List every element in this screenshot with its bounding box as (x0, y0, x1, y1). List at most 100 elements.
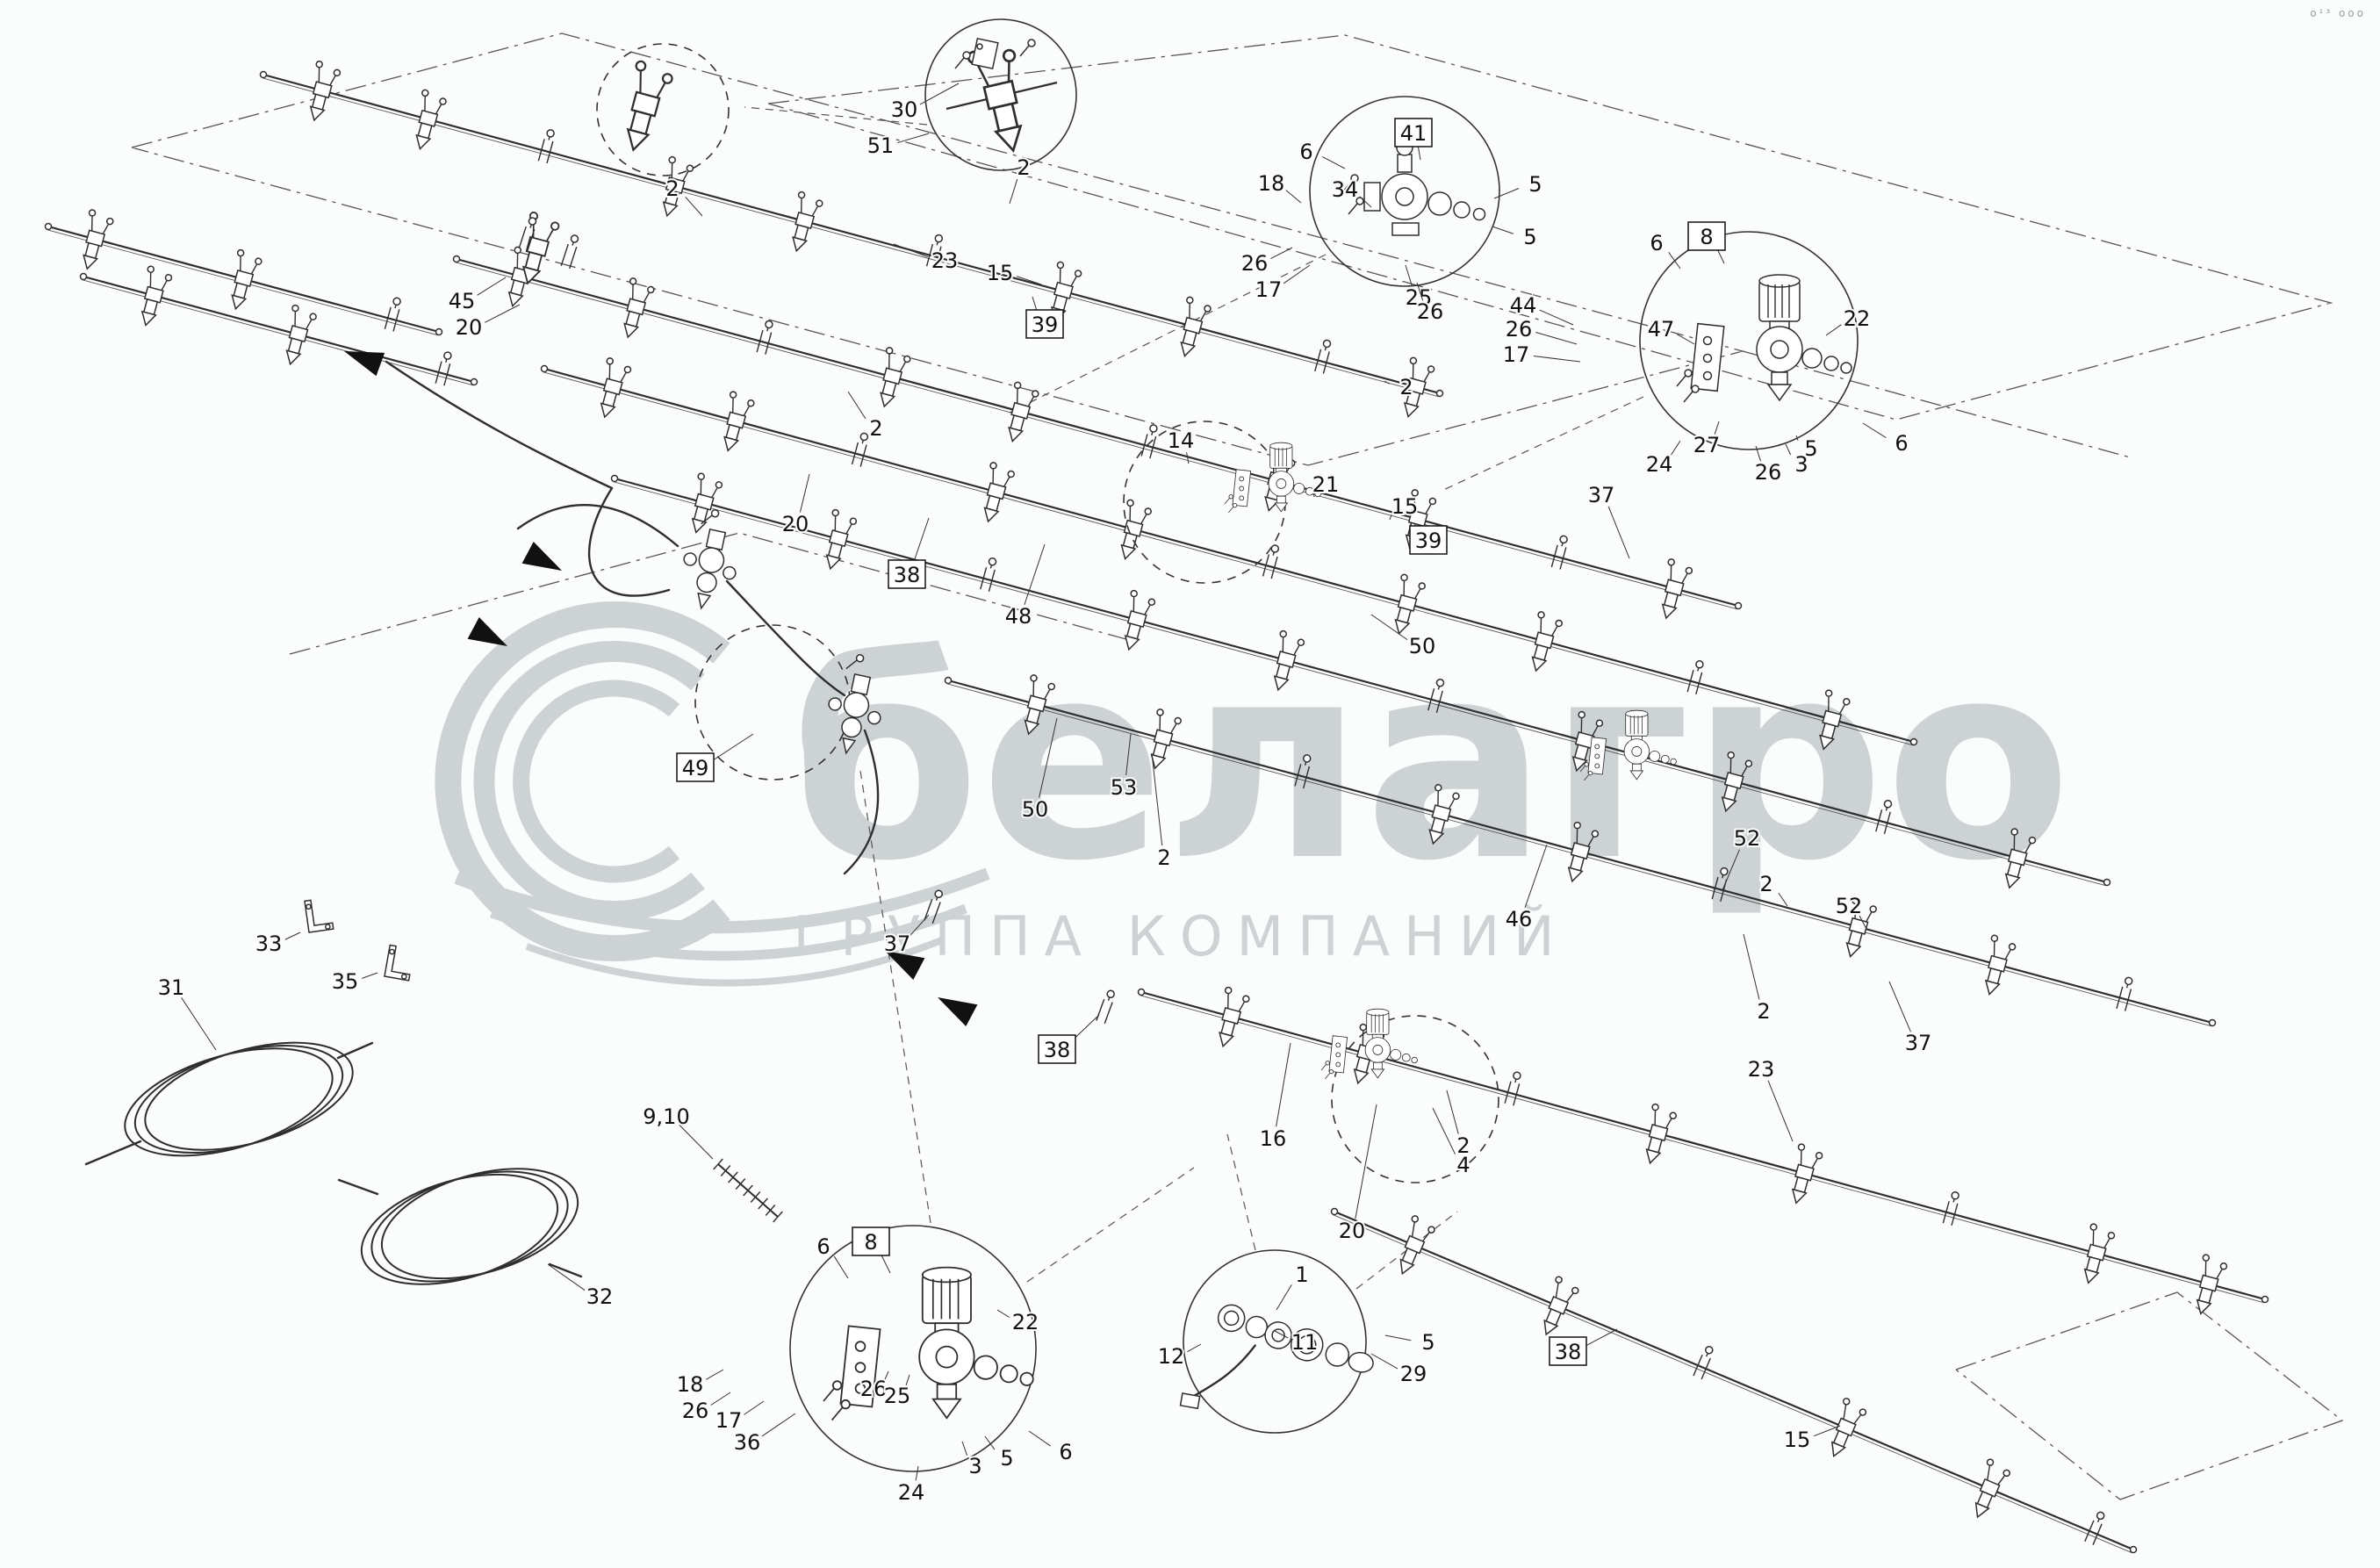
svg-text:3: 3 (968, 1454, 981, 1478)
boxed-callout: 41 (1394, 118, 1433, 161)
callout-label: 50 (1370, 614, 1437, 660)
hose (843, 729, 880, 875)
svg-text:33: 33 (255, 931, 283, 956)
svg-text:30: 30 (891, 97, 918, 122)
svg-text:37: 37 (884, 931, 911, 956)
callout-label: 34 (1330, 176, 1372, 208)
nozzle-assembly (825, 508, 858, 571)
callout-label: 5 (1493, 170, 1544, 199)
motor-valve-assembly (1676, 274, 1852, 403)
svg-text:11: 11 (1291, 1330, 1319, 1355)
motor-valve-assembly (1320, 1008, 1418, 1080)
svg-text:44: 44 (1510, 293, 1537, 318)
nozzle-assembly (1661, 558, 1693, 620)
callout-label: 52 (1834, 892, 1867, 930)
nozzle-assembly (1974, 1458, 2010, 1519)
svg-text:2: 2 (1456, 1133, 1470, 1158)
svg-text:15: 15 (1391, 494, 1419, 519)
nozzle-assembly (1150, 708, 1182, 770)
callout-label: 50 (1020, 717, 1058, 824)
svg-text:24: 24 (1646, 452, 1673, 477)
svg-text:32: 32 (586, 1284, 614, 1309)
pipe-clamp (1504, 1071, 1521, 1106)
callout-label: 37 (1586, 481, 1630, 559)
callout-label: 2 (1009, 154, 1032, 205)
callout-label: 51 (866, 132, 930, 160)
nozzle-assembly (1399, 1215, 1435, 1276)
detail-connector (1226, 1133, 1256, 1251)
pipe-clamp (1686, 659, 1704, 695)
callout-label: 32 (547, 1263, 615, 1311)
boundary-dashdot (767, 34, 2333, 421)
pipe-clamp (756, 320, 773, 355)
callout-label: 6 (1028, 1430, 1075, 1466)
watermark-swoosh (525, 936, 946, 987)
nozzle-assembly (1403, 356, 1435, 418)
pipe-clamp (1693, 1346, 1714, 1380)
nozzle-assembly (1567, 821, 1600, 883)
callout-label: 26 (1753, 445, 1783, 486)
boxed-callout: 49 (676, 733, 754, 782)
svg-text:47: 47 (1648, 317, 1675, 342)
nozzle-assembly (1571, 710, 1604, 773)
callout-label: 26 (859, 1370, 889, 1403)
svg-text:17: 17 (1255, 277, 1283, 302)
pipe-clamp (1314, 339, 1332, 374)
callout-label: 21 (1311, 471, 1341, 499)
svg-text:18: 18 (1258, 171, 1285, 196)
flow-arrow (344, 351, 385, 377)
callout-label: 26 (1504, 315, 1578, 345)
callout-label: 3 (961, 1441, 984, 1480)
watermark-swoosh (454, 867, 990, 934)
nozzle-assembly (521, 212, 560, 285)
flow-arrow (938, 997, 978, 1027)
svg-text:2: 2 (1399, 375, 1413, 399)
svg-text:2: 2 (1757, 999, 1770, 1024)
pipe-clamp (435, 351, 452, 386)
svg-text:38: 38 (894, 563, 921, 587)
svg-text:50: 50 (1022, 797, 1049, 822)
svg-text:49: 49 (682, 756, 709, 780)
svg-text:2: 2 (1157, 845, 1170, 870)
nozzle-assembly (792, 191, 823, 253)
detail-circle (1639, 231, 1859, 450)
pipe-clamp (2084, 1511, 2105, 1545)
callout-label: 53 (1109, 733, 1139, 802)
nozzle-assembly (1394, 573, 1426, 635)
callout-label: 17 (1501, 341, 1581, 369)
watermark: белагро ГРУППА КОМПАНИЙ (435, 601, 2072, 987)
svg-text:16: 16 (1260, 1126, 1287, 1151)
flow-arrow (467, 616, 507, 646)
svg-text:46: 46 (1506, 907, 1533, 931)
nozzle-assembly (1273, 629, 1305, 692)
boom-tube (610, 472, 2111, 889)
boom-tube (259, 60, 1444, 418)
boom-tube (1330, 1207, 2138, 1554)
callout-label: 15 (985, 259, 1042, 287)
detail-circle (789, 1225, 1037, 1472)
watermark-logo-arc (473, 641, 705, 922)
boom-tube (452, 246, 1743, 620)
svg-text:5: 5 (1523, 225, 1536, 249)
pipe-clamp (1942, 1190, 1959, 1226)
pipe-clamp (560, 234, 579, 270)
svg-text:8: 8 (1700, 225, 1713, 249)
svg-text:26: 26 (860, 1377, 888, 1401)
svg-text:6: 6 (1650, 231, 1663, 255)
callout-label: 22 (996, 1308, 1040, 1336)
boxed-callout: 39 (1025, 296, 1064, 339)
valve-assembly (1342, 139, 1486, 236)
svg-text:23: 23 (1748, 1057, 1775, 1082)
svg-text:5: 5 (1528, 172, 1542, 197)
detail-connector (859, 770, 931, 1224)
boxed-callout: 38 (888, 517, 930, 589)
svg-text:17: 17 (1503, 342, 1530, 367)
svg-text:37: 37 (1588, 483, 1615, 507)
svg-text:29: 29 (1400, 1362, 1427, 1386)
callout-label: 23 (1746, 1055, 1794, 1142)
manifold-valve (683, 508, 737, 610)
callout-label: 31 (156, 974, 217, 1051)
svg-text:14: 14 (1168, 428, 1195, 453)
pipe-clamp (925, 234, 944, 269)
